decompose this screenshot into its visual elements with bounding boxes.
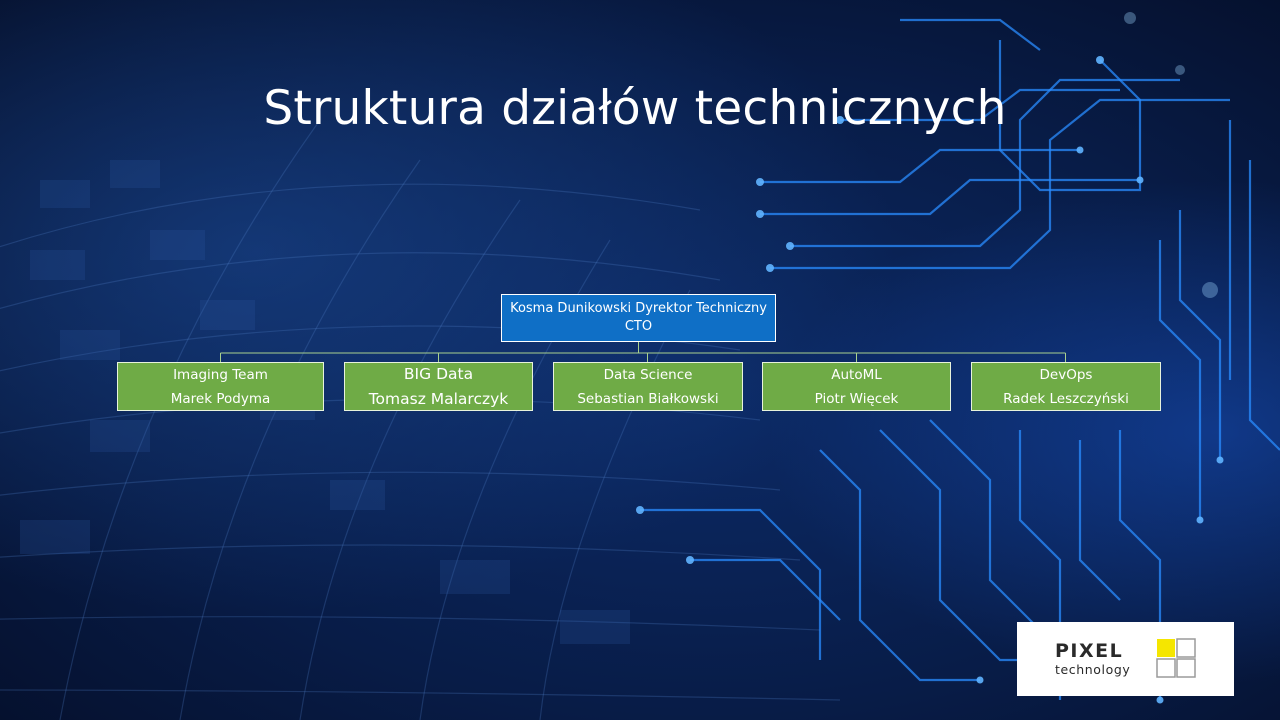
org-team-box-devops: DevOps Radek Leszczyński: [971, 362, 1161, 411]
team-lead: Tomasz Malarczyk: [368, 389, 509, 408]
team-name: Data Science: [603, 366, 693, 383]
logo-name: PIXEL: [1055, 640, 1124, 662]
team-name: AutoML: [831, 366, 882, 383]
pixel-grid-logo-icon: [1156, 638, 1196, 678]
team-lead: Marek Podyma: [170, 390, 271, 407]
slide-title: Struktura działów technicznych: [263, 81, 1007, 137]
org-team-box-automl: AutoML Piotr Więcek: [762, 362, 951, 411]
team-name: Imaging Team: [173, 366, 268, 383]
org-root-name: Kosma Dunikowski Dyrektor Techniczny: [510, 301, 767, 316]
org-team-box-imaging: Imaging Team Marek Podyma: [117, 362, 324, 411]
team-lead: Sebastian Białkowski: [577, 390, 719, 407]
team-lead: Piotr Więcek: [814, 390, 899, 407]
team-name: BIG Data: [403, 364, 474, 383]
team-name: DevOps: [1039, 366, 1093, 383]
team-lead: Radek Leszczyński: [1003, 390, 1129, 407]
org-root-box-cto: Kosma Dunikowski Dyrektor Techniczny CTO: [501, 294, 776, 342]
logo-subtitle: technology: [1055, 662, 1131, 677]
org-root-role: CTO: [624, 319, 653, 334]
org-team-box-data-science: Data Science Sebastian Białkowski: [553, 362, 743, 411]
pixel-technology-logo: PIXEL technology: [1017, 622, 1234, 696]
org-team-box-big-data: BIG Data Tomasz Malarczyk: [344, 362, 533, 411]
